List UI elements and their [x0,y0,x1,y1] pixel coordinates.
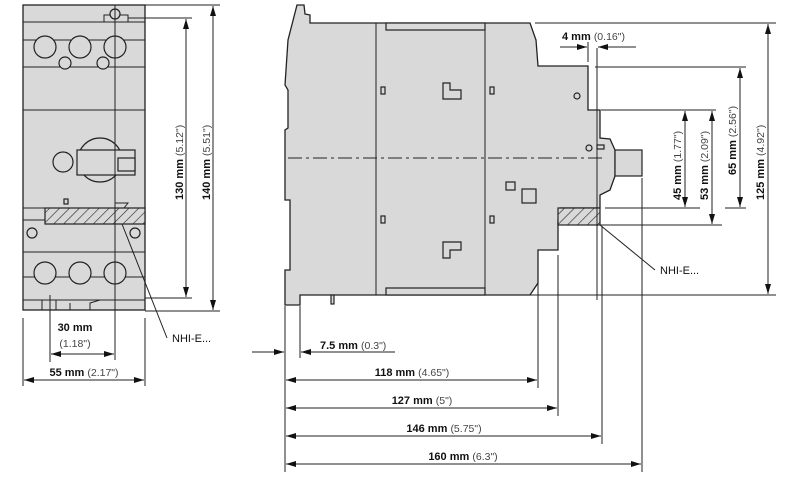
terminal-top-1 [33,35,57,59]
dim-130-label: 130 mm (5.12") [174,125,186,200]
dim-4-label: 4 mm (0.16") [562,31,625,43]
dim-118-label: 118 mm (4.65") [375,367,450,379]
side-view: 4 mm (0.16") 45 mm (1.77") 53 mm (2.09")… [252,4,776,472]
front-view: NHI-E... 130 mm (5.12") 140 mm (5.51") 3… [22,4,220,386]
side-housing [284,4,616,306]
dim-125-label: 125 mm (4.92") [755,125,767,200]
side-accessory-label: NHI-E... [660,265,699,277]
dim-146-label: 146 mm (5.75") [406,423,481,435]
dim-30-mm: 30 mm [58,322,93,334]
dim-55-label: 55 mm (2.17") [49,367,118,379]
front-accessory-label: NHI-E... [172,333,211,345]
dim-30-in: (1.18") [59,338,90,350]
dim-65-label: 65 mm (2.56") [727,106,739,175]
dim-140-label: 140 mm (5.51") [201,125,213,200]
dim-7-5-label: 7.5 mm (0.3") [320,340,386,352]
terminal-bottom-2 [68,261,92,285]
dim-45-label: 45 mm (1.77") [672,131,684,200]
dim-53-label: 53 mm (2.09") [699,131,711,200]
dim-160-label: 160 mm (6.3") [428,451,497,463]
terminal-bottom-1 [33,261,57,285]
shaft [614,149,643,177]
terminal-top-2 [68,35,92,59]
accessory-hatched [44,207,146,225]
side-accessory-hatched [557,207,601,226]
dim-127-label: 127 mm (5") [392,395,453,407]
indicator [52,151,74,173]
